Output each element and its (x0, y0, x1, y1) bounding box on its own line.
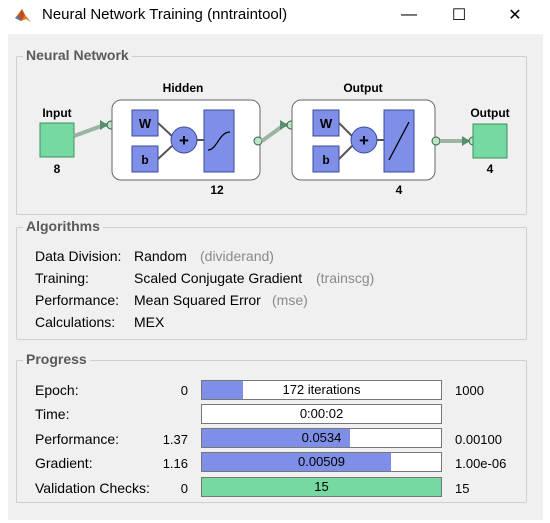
arrow-output-final (462, 136, 470, 146)
close-button[interactable]: ✕ (492, 0, 538, 30)
hidden-w-to-sum (157, 122, 173, 137)
output-w-to-sum (338, 122, 353, 137)
gradient-progress-bar: 0.00509 (201, 452, 442, 472)
performance-current: 0.0534 (301, 430, 342, 445)
time-progress-bar: 0:00:02 (201, 404, 442, 424)
output-weight-label: W (320, 116, 333, 131)
data-division-fn: (dividerand) (200, 248, 274, 264)
output-label: Output (470, 106, 509, 120)
training-fn: (trainscg) (316, 270, 375, 286)
output-bias-block (312, 145, 340, 173)
validation-checks-label: Validation Checks: (35, 480, 150, 496)
performance-label: Performance: (35, 292, 120, 308)
maximize-button[interactable]: ☐ (436, 0, 482, 30)
hidden-weight-block (131, 109, 159, 137)
gradient-end: 1.00e-06 (455, 456, 507, 471)
data-division-value: Random (134, 248, 187, 264)
neural-network-panel: Neural Network (16, 47, 527, 215)
hidden-weight-label: W (139, 116, 152, 131)
epoch-label: Epoch: (35, 382, 79, 398)
validation-checks-end: 15 (455, 481, 470, 496)
gradient-start: 1.16 (162, 456, 188, 471)
algorithms-title: Algorithms (23, 218, 103, 234)
validation-checks-progress-fill (202, 478, 441, 496)
output-sum-glyph: + (359, 131, 369, 150)
training-label: Training: (35, 270, 89, 286)
progress-panel: Progress (16, 351, 527, 503)
hidden-size: 12 (210, 183, 224, 197)
output-b-to-sum (338, 145, 353, 160)
node-output-out (431, 136, 441, 146)
calculations-value: MEX (134, 314, 165, 330)
hidden-label: Hidden (163, 81, 204, 95)
performance-value: Mean Squared Error (134, 292, 261, 308)
calculations-label: Calculations: (35, 314, 116, 330)
neural-network-title: Neural Network (23, 47, 132, 63)
epoch-current: 172 iterations (282, 382, 361, 397)
epoch-end: 1000 (455, 383, 484, 398)
time-label: Time: (35, 406, 70, 422)
validation-checks-start: 0 (180, 481, 188, 496)
input-size: 8 (54, 162, 61, 176)
epoch-progress-bar: 172 iterations (201, 380, 442, 400)
hidden-bias-label: b (141, 153, 148, 167)
input-box (39, 122, 75, 158)
epoch-progress-fill (202, 381, 244, 399)
matlab-logo-icon (15, 9, 31, 22)
connector-input-hidden (73, 123, 111, 138)
hidden-sum-glyph: + (179, 131, 189, 150)
validation-checks-progress-bar: 15 (201, 477, 442, 497)
close-icon: ✕ (508, 7, 522, 24)
performance-progress-fill (202, 429, 351, 447)
time-current: 0:00:02 (299, 406, 344, 421)
progress-title: Progress (23, 351, 90, 367)
performance-progress-bar: 0.0534 (201, 428, 442, 448)
purelin-line-icon (388, 121, 410, 161)
connector-hidden-output (260, 123, 291, 143)
algorithms-panel: Algorithms (16, 218, 527, 340)
node-hidden-out (253, 136, 263, 146)
output-layer-size: 4 (396, 183, 403, 197)
minimize-icon: — (401, 6, 417, 23)
gradient-label: Gradient: (35, 455, 93, 471)
performance-start: 1.37 (162, 432, 188, 447)
input-label: Input (42, 106, 71, 120)
training-value: Scaled Conjugate Gradient (134, 270, 303, 286)
output-box (472, 123, 508, 159)
window-title: Neural Network Training (nntraintool) (42, 6, 288, 23)
validation-checks-current: 15 (314, 479, 329, 494)
data-division-label: Data Division: (35, 248, 122, 264)
epoch-start: 0 (180, 383, 188, 398)
output-bias-label: b (322, 153, 329, 167)
gradient-current: 0.00509 (298, 454, 345, 469)
performance-progress-label: Performance: (35, 431, 120, 447)
arrow-input-hidden (100, 120, 108, 130)
performance-fn: (mse) (272, 292, 308, 308)
gradient-progress-fill (202, 453, 391, 471)
arrow-hidden-output (280, 120, 288, 130)
output-layer-label: Output (343, 81, 382, 95)
performance-end: 0.00100 (455, 432, 502, 447)
output-size: 4 (487, 162, 494, 176)
hidden-b-to-sum (157, 145, 173, 160)
tansig-curve-icon (207, 131, 231, 151)
title-bar[interactable]: Neural Network Training (nntraintool) — … (0, 0, 550, 30)
minimize-button[interactable]: — (386, 0, 432, 30)
maximize-icon: ☐ (451, 7, 467, 24)
